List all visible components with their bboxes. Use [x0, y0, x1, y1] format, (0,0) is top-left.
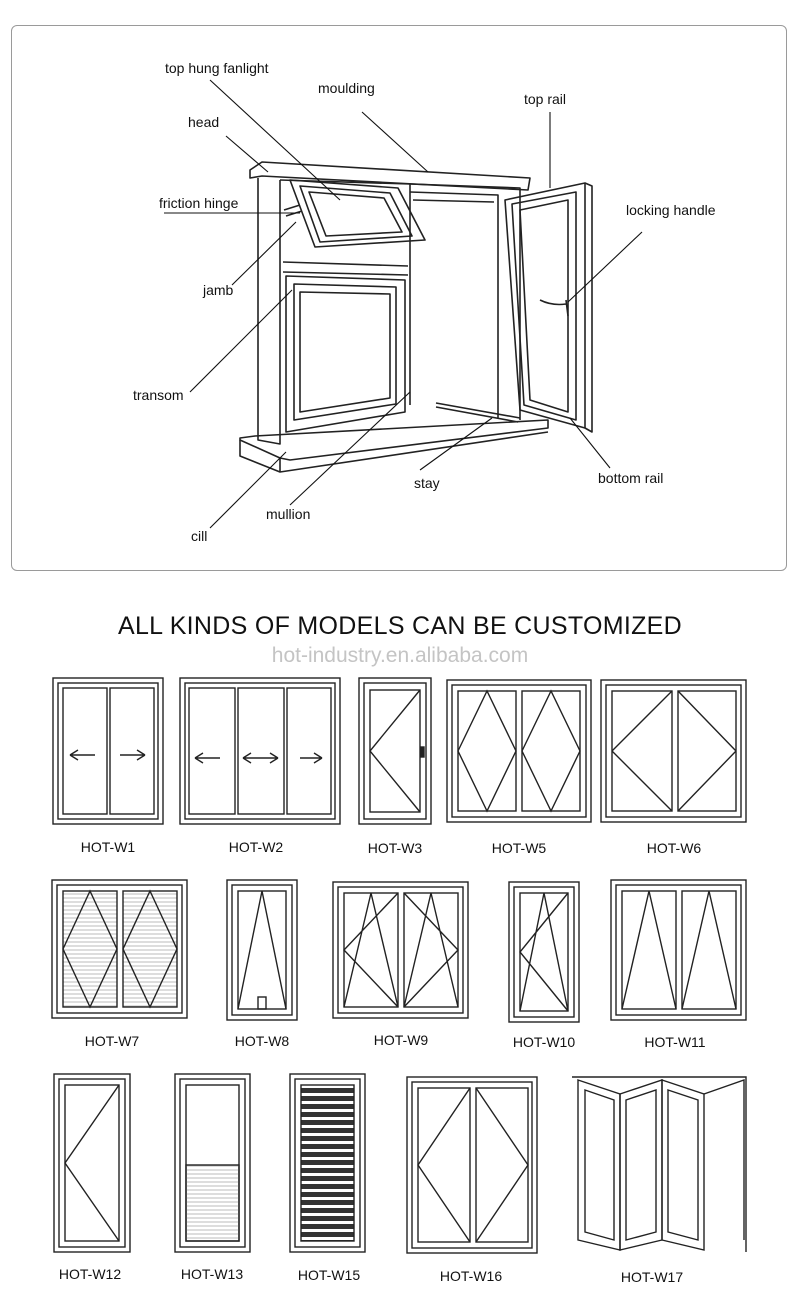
label-cill: cill — [191, 528, 208, 544]
label-jamb: jamb — [203, 282, 234, 298]
label-moulding: moulding — [318, 80, 375, 96]
model-hot-w12 — [53, 1073, 131, 1253]
label-mullion: mullion — [266, 506, 311, 522]
label-friction-hinge: friction hinge — [159, 195, 239, 211]
model-label: HOT-W16 — [439, 1268, 503, 1284]
label-bottom-rail: bottom rail — [598, 470, 664, 486]
label-top-rail: top rail — [524, 91, 567, 107]
headline: ALL KINDS OF MODELS CAN BE CUSTOMIZED — [118, 612, 682, 640]
anatomy-diagram-panel — [11, 25, 787, 571]
model-label: HOT-W13 — [180, 1266, 244, 1282]
model-hot-w2 — [179, 677, 341, 825]
model-hot-w7 — [51, 879, 188, 1019]
label-top-hung-fanlight: top hung fanlight — [165, 60, 269, 76]
model-label: HOT-W10 — [512, 1034, 576, 1050]
model-label: HOT-W9 — [373, 1032, 429, 1048]
model-label: HOT-W6 — [646, 840, 702, 856]
label-locking-handle: locking handle — [626, 202, 716, 218]
model-hot-w13 — [174, 1073, 251, 1253]
label-head: head — [188, 114, 220, 130]
website-watermark: hot-industry.en.alibaba.com — [271, 644, 529, 667]
model-label: HOT-W8 — [234, 1033, 290, 1049]
model-label: HOT-W3 — [367, 840, 423, 856]
label-stay: stay — [414, 475, 440, 491]
model-hot-w1 — [52, 677, 164, 825]
model-hot-w10 — [508, 881, 580, 1023]
model-hot-w17 — [572, 1076, 747, 1252]
model-label: HOT-W15 — [297, 1267, 361, 1283]
model-hot-w5 — [446, 679, 592, 823]
model-hot-w9 — [332, 881, 469, 1019]
model-label: HOT-W5 — [491, 840, 547, 856]
model-hot-w16 — [406, 1076, 538, 1254]
model-label: HOT-W2 — [228, 839, 284, 855]
model-hot-w15 — [289, 1073, 366, 1253]
model-label: HOT-W1 — [80, 839, 136, 855]
window-anatomy-drawing — [164, 79, 643, 529]
model-label: HOT-W17 — [620, 1269, 684, 1285]
model-label: HOT-W7 — [84, 1033, 140, 1049]
model-hot-w6 — [600, 679, 747, 823]
model-label: HOT-W12 — [58, 1266, 122, 1282]
model-hot-w11 — [610, 879, 747, 1021]
model-hot-w3 — [358, 677, 432, 825]
label-transom: transom — [133, 387, 184, 403]
model-hot-w8 — [226, 879, 298, 1021]
model-label: HOT-W11 — [644, 1034, 706, 1050]
